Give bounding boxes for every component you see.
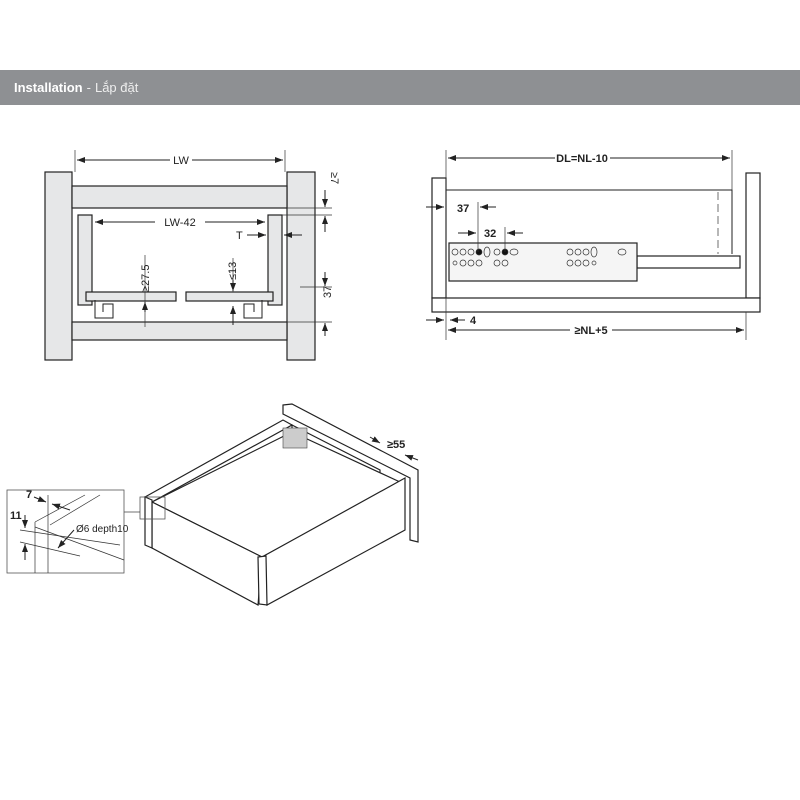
nl5-dimension: ≥NL+5 bbox=[574, 325, 607, 337]
d37-hole-dimension: 37 bbox=[457, 203, 469, 215]
section-subtitle: Lắp đặt bbox=[94, 80, 139, 95]
d7-detail-dimension: 7 bbox=[26, 489, 32, 501]
left-cabinet-panel bbox=[44, 171, 73, 361]
slide-extension bbox=[636, 255, 741, 269]
left-drawer-side bbox=[77, 214, 93, 306]
front-panel bbox=[431, 177, 447, 299]
front-section-view: LW LW-42 T ≥7 ≥27.5 ≤13 37 bbox=[44, 150, 340, 361]
back-cabinet-panel bbox=[282, 403, 419, 543]
min7-dimension: ≥7 bbox=[328, 172, 340, 184]
right-drawer-side bbox=[267, 214, 283, 306]
isometric-drawer-view: ≥55 7 11 Ø6 depth10 bbox=[6, 403, 419, 606]
section-title: Installation bbox=[14, 80, 83, 95]
front-panel-edge bbox=[144, 496, 153, 549]
right-cabinet-panel bbox=[286, 171, 316, 361]
side-section-view: DL=NL-10 37 32 4 ≥NL+5 bbox=[426, 150, 761, 340]
t-dimension: T bbox=[236, 230, 243, 242]
detail-callout-box bbox=[139, 496, 166, 520]
front-corner-edge bbox=[257, 555, 268, 606]
min27-5-dimension: ≥27.5 bbox=[140, 265, 152, 292]
max13-dimension: ≤13 bbox=[227, 262, 239, 280]
rear-cabinet-wall bbox=[745, 172, 761, 299]
cabinet-bottom bbox=[431, 297, 761, 313]
d4-dimension: 4 bbox=[470, 315, 477, 327]
section-header: Installation - Lắp đặt bbox=[0, 70, 800, 105]
left-runner-profile bbox=[94, 300, 114, 319]
dl-dimension: DL=NL-10 bbox=[556, 153, 608, 165]
right-runner-profile bbox=[243, 300, 263, 319]
lw-dimension: LW bbox=[173, 155, 189, 167]
title-separator: - bbox=[86, 80, 91, 95]
drawer-bottom-left bbox=[85, 291, 177, 302]
d32-dimension: 32 bbox=[484, 228, 496, 240]
d37-dimension: 37 bbox=[322, 286, 334, 298]
lw42-dimension: LW-42 bbox=[164, 217, 195, 229]
slide-rail bbox=[448, 242, 638, 282]
detail-inset bbox=[6, 489, 125, 574]
hole-spec: Ø6 depth10 bbox=[76, 524, 129, 535]
min55-dimension: ≥55 bbox=[387, 439, 405, 451]
top-rail bbox=[71, 185, 288, 209]
locking-device bbox=[282, 427, 308, 449]
drawer-bottom-right bbox=[185, 291, 274, 302]
d11-detail-dimension: 11 bbox=[10, 510, 22, 522]
bottom-rail bbox=[71, 321, 288, 341]
